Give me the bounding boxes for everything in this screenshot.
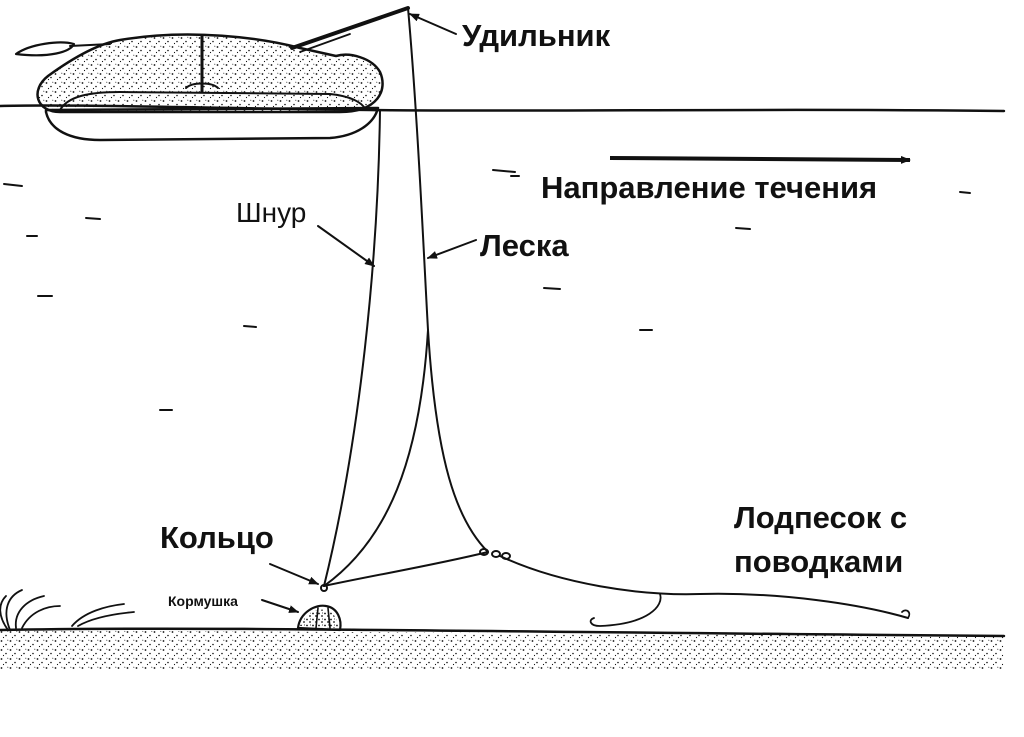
hook-1: [589, 593, 662, 627]
current-direction-arrow: [609, 155, 911, 164]
boat-oar: [14, 41, 76, 57]
ring: [320, 584, 328, 592]
label-rig-line2: поводками: [734, 544, 903, 579]
cord-pointer: [317, 225, 375, 267]
fishing-line: [407, 7, 489, 553]
feeder: [296, 604, 342, 632]
seabed: [0, 630, 1004, 670]
line-pointer: [427, 239, 477, 259]
label-line: Леска: [480, 228, 569, 263]
label-current-direction: Направление течения: [541, 170, 877, 205]
label-rod: Удильник: [462, 18, 611, 53]
ring-pointer: [269, 563, 319, 585]
label-cord: Шнур: [236, 197, 306, 228]
leader-line: [499, 555, 909, 619]
label-feeder: Кормушка: [168, 593, 238, 609]
seabed-surface-line: [0, 627, 1006, 638]
feeder-pointer: [261, 599, 299, 613]
label-ring: Кольцо: [160, 520, 274, 555]
hook-2: [901, 609, 911, 619]
label-pointers: [261, 13, 477, 613]
cord-line: [323, 109, 381, 587]
rod-pointer: [409, 13, 457, 35]
label-rig-line1: Лодпесок с: [734, 500, 907, 535]
inflatable-boat: [14, 33, 384, 142]
paternoster-rig: [323, 551, 489, 587]
water-weeds: [0, 589, 135, 631]
fishing-rod: [290, 6, 410, 53]
swivels: [479, 548, 511, 560]
water-ripples: [3, 169, 971, 411]
